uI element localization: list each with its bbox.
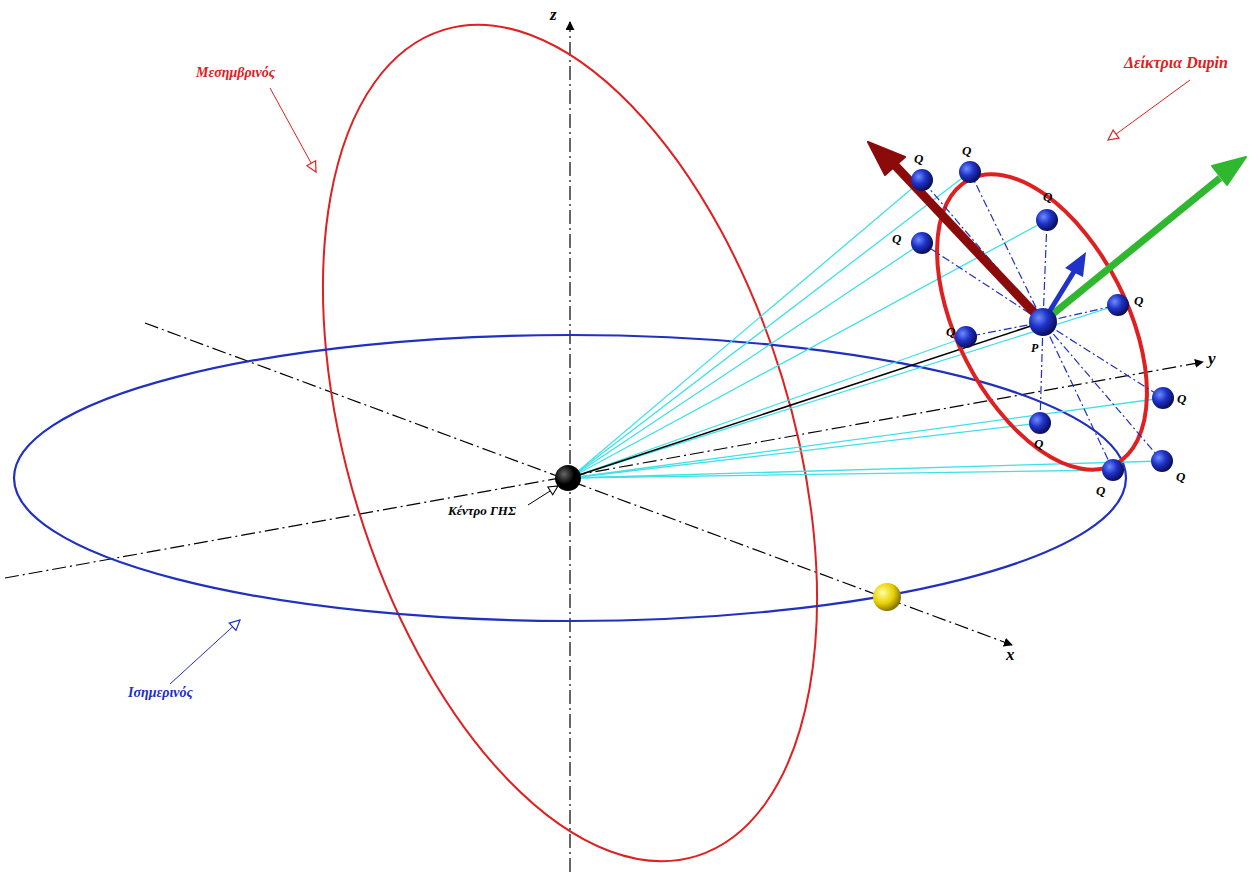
point-label: Q [962, 144, 971, 157]
point-label: Q [1043, 190, 1052, 203]
centre-label: Κέντρο ΓΗΣ [448, 504, 516, 517]
origin-point [873, 583, 901, 611]
axis-label: z [550, 6, 557, 23]
vectors [868, 142, 1246, 322]
equator-ellipse [14, 335, 1126, 621]
point-label: Q [1096, 484, 1105, 497]
point-label: Q [892, 232, 901, 245]
axis-label: y [1208, 350, 1216, 367]
point-p [1029, 308, 1057, 336]
point-label: P [1031, 342, 1038, 354]
normal-line [570, 322, 1043, 478]
point-label: Q [1176, 470, 1185, 483]
dupin-ellipse [894, 141, 1191, 503]
q-points [911, 161, 1174, 481]
point-label: Q [1034, 437, 1043, 450]
point-label: Q [1134, 294, 1143, 307]
coordinate-axes [5, 22, 1203, 872]
point-label: Q [914, 152, 923, 165]
radius-lines [922, 172, 1163, 470]
meridian-label: Μεσημβρινός [196, 66, 275, 80]
leader-lines [170, 80, 1190, 684]
point-label: Q [946, 325, 955, 338]
indicatrix-label: Δείκτρια Dupin [1124, 55, 1228, 71]
axis-label: x [1006, 646, 1015, 663]
equator-label: Ισημερινός [128, 686, 193, 700]
meridian-ellipse [231, 0, 908, 881]
point-label: Q [1177, 392, 1186, 405]
earth-centre [555, 465, 581, 491]
